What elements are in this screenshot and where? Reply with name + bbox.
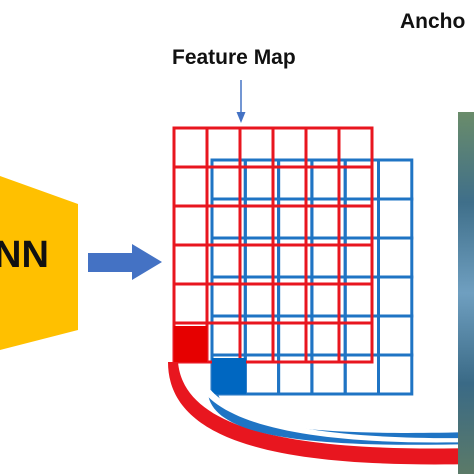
anchor-title: Ancho: [400, 10, 465, 33]
red-grid-cell: [172, 204, 209, 247]
blue-curve-arrow: [208, 394, 474, 445]
red-grid-cell: [172, 282, 209, 325]
blue-grid-cell: [377, 275, 414, 318]
red-feature-grid: [172, 126, 374, 364]
red-grid-cell: [172, 165, 209, 208]
white-curve-highlight: [192, 364, 474, 443]
feature-map-pointer: [236, 80, 246, 123]
flow-arrow: [88, 244, 162, 280]
red-grid-cell: [337, 321, 374, 364]
anchor-image: [458, 112, 474, 474]
red-highlight-cell: [174, 326, 207, 362]
blue-highlight-cell: [212, 358, 246, 394]
blue-grid-cell: [377, 353, 414, 396]
blue-grid-cell: [377, 158, 414, 201]
red-grid-cell: [172, 243, 209, 286]
blue-anchor-grid: [210, 158, 414, 396]
feature-map-label: Feature Map: [172, 46, 296, 69]
cnn-block: [0, 176, 78, 350]
blue-grid-cell: [377, 197, 414, 240]
blue-grid-cell: [377, 314, 414, 357]
red-curve-arrow: [168, 362, 474, 465]
red-grid-cell: [172, 126, 209, 169]
blue-grid-cell: [377, 236, 414, 279]
cnn-label: NN: [0, 234, 49, 276]
